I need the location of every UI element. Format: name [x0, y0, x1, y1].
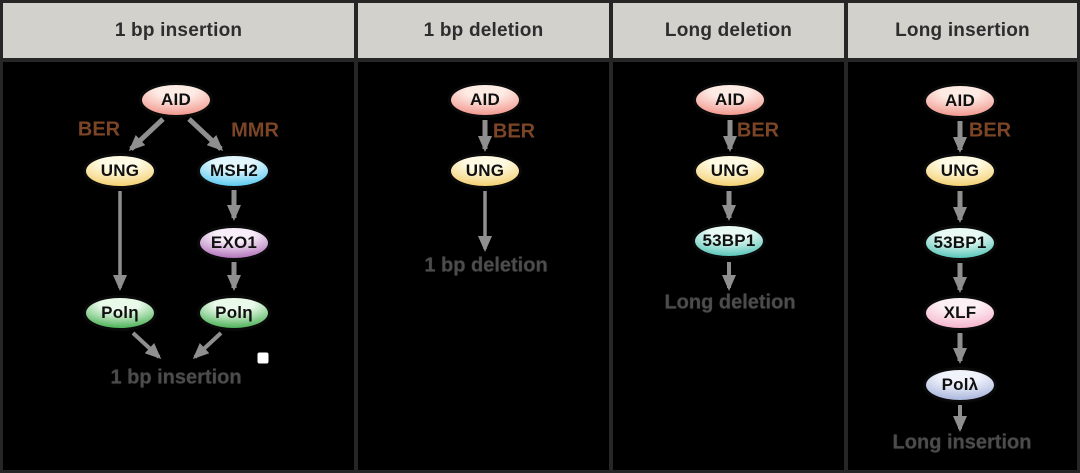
stray-white-mark [257, 352, 269, 364]
node-53bp1: 53BP1 [923, 225, 997, 261]
node-53bp1: 53BP1 [692, 223, 766, 259]
panel-body: AID BER UNG 53BP1 XLF Polλ Long insertio… [848, 62, 1077, 470]
panel-body: AID BER UNG 53BP1 Long deletion [613, 62, 844, 470]
branch-label-mmr: MMR [231, 119, 279, 142]
panel-long-insertion: Long insertion AID BER UNG 53BP1 XLF Pol… [848, 3, 1077, 470]
branch-label-ber: BER [77, 118, 121, 141]
panel-header: Long deletion [613, 3, 844, 62]
outcome-text: 1 bp insertion [110, 366, 242, 389]
node-ung: UNG [923, 153, 997, 189]
node-aid: AID [923, 83, 997, 119]
node-pol-lambda: Polλ [923, 367, 997, 403]
node-aid: AID [139, 82, 213, 118]
node-ung: UNG [83, 153, 157, 189]
node-ung: UNG [693, 153, 767, 189]
panel-header: Long insertion [848, 3, 1077, 62]
panel-1bp-deletion: 1 bp deletion AID BER UNG 1 bp deletion [358, 3, 609, 470]
node-msh2: MSH2 [197, 153, 271, 189]
outcome-text: Long deletion [664, 291, 796, 314]
outcome-text: Long insertion [892, 431, 1032, 454]
node-ung: UNG [448, 153, 522, 189]
branch-label-ber: BER [736, 119, 780, 142]
panel-1bp-insertion: 1 bp insertion AID BER MMR UNG MSH2 EXO1… [3, 3, 354, 470]
branch-label-ber: BER [968, 119, 1012, 142]
panel-body: AID BER UNG 1 bp deletion [358, 62, 609, 470]
node-aid: AID [448, 82, 522, 118]
node-pol-eta-left: Polη [83, 295, 157, 331]
panel-header: 1 bp insertion [3, 3, 354, 62]
node-exo1: EXO1 [197, 225, 271, 261]
branch-label-ber: BER [492, 120, 536, 143]
panel-body: AID BER MMR UNG MSH2 EXO1 Polη Polη 1 bp… [3, 62, 354, 470]
node-pol-eta-right: Polη [197, 295, 271, 331]
node-xlf: XLF [923, 295, 997, 331]
panel-long-deletion: Long deletion AID BER UNG 53BP1 Long del… [613, 3, 844, 470]
outcome-text: 1 bp deletion [424, 254, 548, 277]
node-aid: AID [693, 82, 767, 118]
panel-header: 1 bp deletion [358, 3, 609, 62]
